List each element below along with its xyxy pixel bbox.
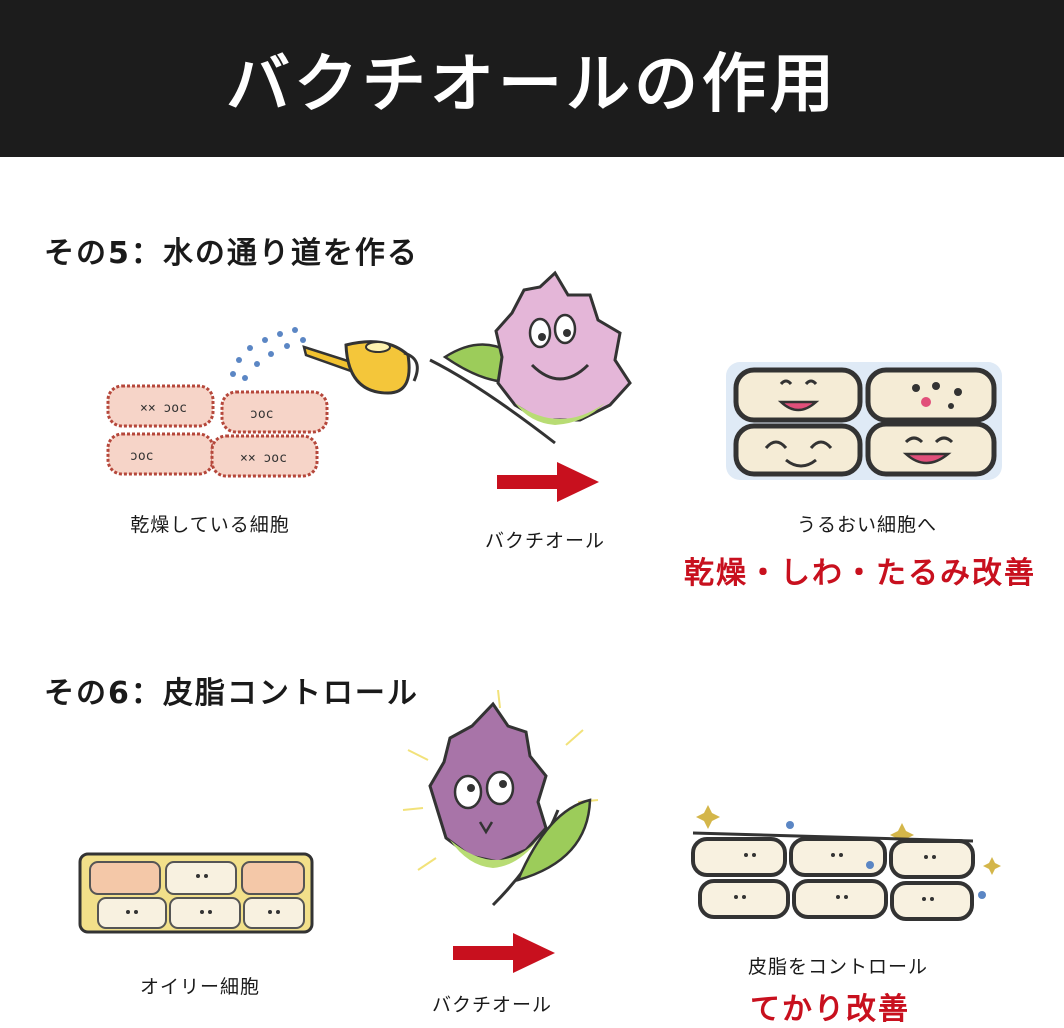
svg-text:×× ɔoc: ×× ɔoc [140,401,187,416]
watering-can-icon [302,340,419,395]
page-title: バクチオールの作用 [226,47,838,122]
water-drops-icon [230,327,306,381]
section6-result: てかり改善 [750,992,910,1027]
red-arrow-icon [497,462,599,502]
bakuchiol-caption: バクチオール [484,530,605,552]
bakuchiol-character-icon [429,270,632,445]
svg-text:×× ɔoc: ×× ɔoc [240,451,287,466]
moist-cells-illustration [726,362,1002,480]
svg-text:ɔoc: ɔoc [130,449,153,464]
section6-heading: その6：皮脂コントロール [44,676,419,711]
controlled-cells-illustration [691,805,1001,921]
dry-cells-illustration: ×× ɔoc ɔoc ɔoc ×× ɔoc [106,384,329,478]
controlled-cells-caption: 皮脂をコントロール [747,956,928,978]
header-bar: バクチオールの作用 [0,0,1064,157]
oily-cells-illustration [78,852,314,934]
bakuchiol-glowing-character-icon [402,690,599,907]
oily-cells-caption: オイリー細胞 [139,976,260,998]
moist-cells-caption: うるおい細胞へ [796,514,937,536]
bakuchiol-caption: バクチオール [431,994,552,1016]
svg-text:ɔoc: ɔoc [250,407,273,422]
section5-result: 乾燥・しわ・たるみ改善 [684,556,1036,591]
section5-heading: その5：水の通り道を作る [44,236,419,271]
dry-cells-caption: 乾燥している細胞 [130,514,290,536]
red-arrow-icon [453,933,555,973]
